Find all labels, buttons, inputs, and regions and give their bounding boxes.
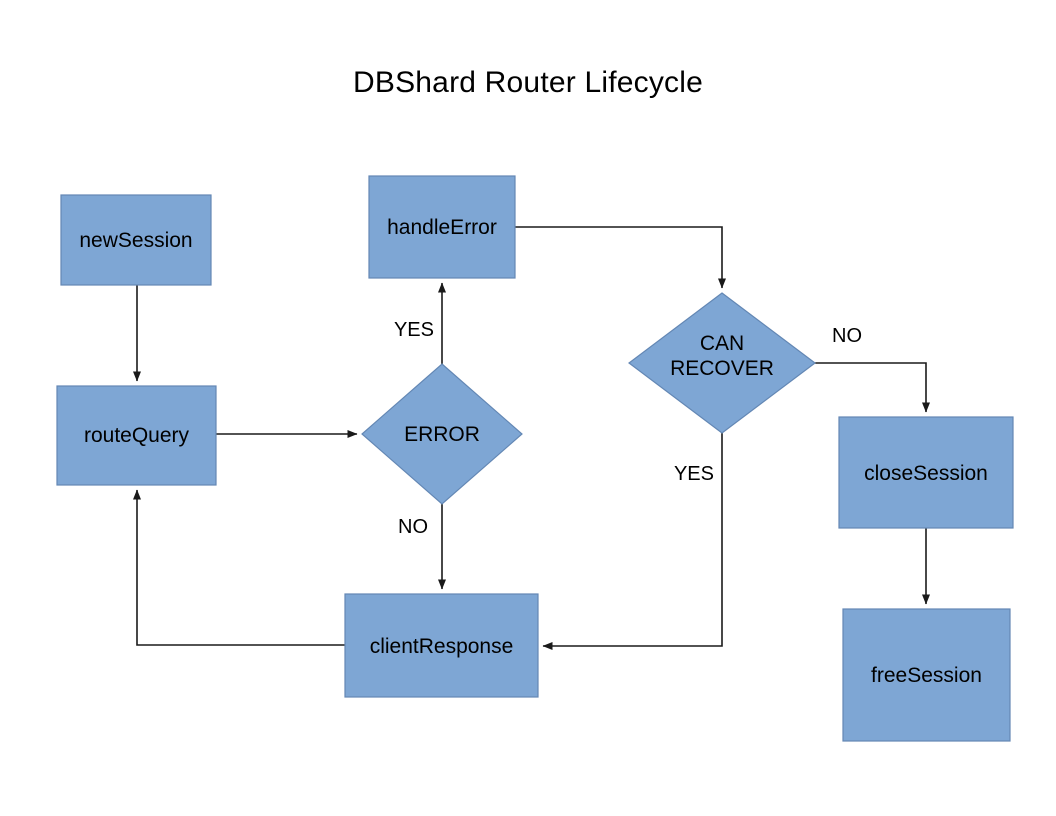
node-error[interactable] (361, 363, 523, 505)
node-routeQuery[interactable] (56, 385, 217, 486)
node-canRecover[interactable] (628, 292, 816, 434)
edge-canRecover-clientResponse (542, 433, 723, 650)
edge-canRecover-closeSession (815, 362, 930, 413)
node-freeSession[interactable] (842, 608, 1011, 742)
edge-handleError-canRecover (515, 226, 726, 289)
node-closeSession[interactable] (838, 416, 1014, 529)
diagram-title: DBShard Router Lifecycle (353, 66, 703, 99)
edge-clientResponse-routeQuery (133, 489, 345, 646)
node-newSession[interactable] (60, 194, 212, 286)
node-handleError[interactable] (368, 175, 516, 279)
node-clientResponse[interactable] (344, 593, 539, 698)
